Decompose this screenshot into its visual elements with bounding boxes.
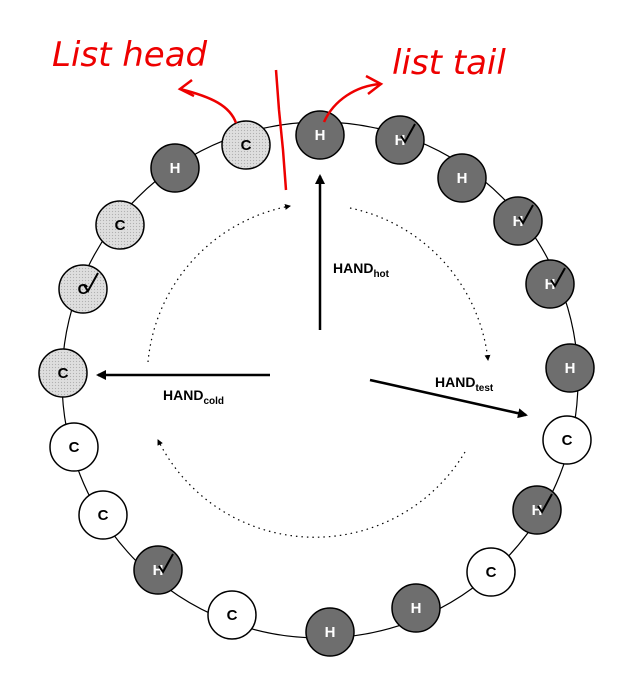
page-node-circle	[38, 348, 88, 398]
hand-test-arrow	[369, 378, 528, 419]
page-node-circle	[466, 547, 516, 597]
page-node-hot: H	[133, 545, 183, 595]
page-node-circle	[305, 607, 355, 657]
page-node-hot: H	[512, 485, 562, 535]
list-tail-pointer-tip	[365, 74, 384, 95]
page-node-label: H	[513, 213, 524, 230]
reference-bit-check-icon	[550, 267, 566, 288]
page-node-hot: H	[150, 143, 200, 193]
page-node-label: H	[457, 170, 468, 187]
page-node-label: H	[411, 600, 422, 617]
hand-cold-label: HANDcold	[163, 387, 224, 407]
page-node-circle	[78, 490, 128, 540]
page-node-circle	[95, 200, 145, 250]
hand-test-label: HANDtest	[435, 374, 494, 394]
reference-bit-check-icon	[158, 553, 174, 574]
page-node-label: H	[315, 127, 326, 144]
list-tail-label: list tail	[392, 43, 506, 83]
page-node-label: H	[545, 276, 556, 293]
rotation-arc-top-right	[349, 207, 491, 361]
reference-bit-check-icon	[518, 204, 534, 225]
rotation-arc-top-left	[147, 203, 291, 363]
list-head-label: List head	[52, 35, 208, 75]
page-node-label: C	[78, 281, 89, 298]
reference-bit-check-icon	[537, 493, 553, 514]
page-node-cold: C	[466, 547, 516, 597]
page-node-hot: H	[525, 259, 575, 309]
page-node-cold: C	[542, 415, 592, 465]
page-node-cold: C	[38, 348, 88, 398]
page-node-circle	[221, 120, 271, 170]
page-node-label: C	[562, 432, 573, 449]
hand-hot-label: HANDhot	[333, 260, 390, 280]
rotation-arc-bottom	[157, 439, 466, 538]
reference-bit-check-icon	[83, 272, 99, 293]
page-node-hot: H	[545, 343, 595, 393]
page-node-label: C	[58, 365, 69, 382]
page-node-circle	[437, 153, 487, 203]
page-node-label: C	[241, 137, 252, 154]
page-node-hot: H	[437, 153, 487, 203]
reference-bit-check-icon	[400, 123, 416, 144]
page-node-circle	[391, 583, 441, 633]
page-node-hot: H	[295, 110, 345, 160]
page-node-label: C	[115, 217, 126, 234]
page-node-label: C	[486, 564, 497, 581]
page-node-hot: H	[375, 115, 425, 165]
page-node-cold: C	[207, 590, 257, 640]
page-node-circle	[542, 415, 592, 465]
page-node-cold: C	[49, 422, 99, 472]
page-node-label: H	[395, 132, 406, 149]
page-nodes: H H H H H H C H C H H C H C C C C C H C	[38, 110, 595, 657]
list-head-pointer-tip	[177, 79, 195, 98]
page-node-hot: H	[305, 607, 355, 657]
page-node-circle	[295, 110, 345, 160]
page-node-cold: C	[78, 490, 128, 540]
list-head-divider	[274, 69, 288, 191]
list-head-pointer	[179, 87, 238, 124]
page-node-label: H	[532, 502, 543, 519]
page-node-cold: C	[95, 200, 145, 250]
page-node-label: H	[170, 160, 181, 177]
page-node-circle	[207, 590, 257, 640]
page-node-label: C	[227, 607, 238, 624]
page-node-circle	[545, 343, 595, 393]
page-node-label: H	[565, 360, 576, 377]
annotations: List head list tail	[52, 35, 506, 191]
page-node-cold: C	[221, 120, 271, 170]
page-node-label: H	[325, 624, 336, 641]
page-node-hot: H	[391, 583, 441, 633]
page-node-cold: C	[58, 264, 108, 314]
page-node-hot: H	[493, 196, 543, 246]
list-tail-pointer	[322, 82, 381, 123]
page-node-label: C	[98, 507, 109, 524]
page-node-circle	[150, 143, 200, 193]
page-node-label: H	[153, 562, 164, 579]
page-node-label: C	[69, 439, 80, 456]
page-node-circle	[49, 422, 99, 472]
